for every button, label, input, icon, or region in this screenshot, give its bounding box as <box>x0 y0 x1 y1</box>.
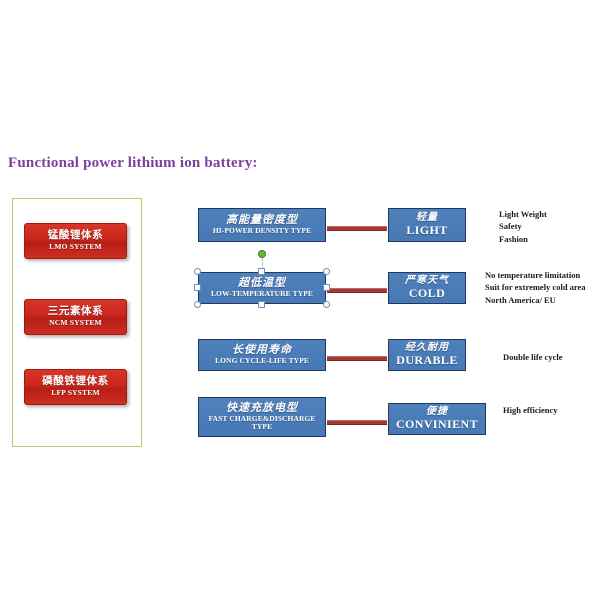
note-light: Light Weight Safety Fashion <box>499 209 547 244</box>
type-box-long-cycle-life-cn: 长使用寿命 <box>232 343 292 356</box>
type-box-low-temperature-en: LOW-TEMPERATURE TYPE <box>210 289 314 299</box>
selection-handle-bottom-center[interactable] <box>258 301 265 308</box>
type-box-fast-charge-discharge-en: FAST CHARGE&DISCHARGE TYPE <box>208 414 316 432</box>
benefit-box-durable-en: DURABLE <box>396 352 458 367</box>
selection-handle-bottom-right[interactable] <box>323 301 330 308</box>
type-box-long-cycle-life-en: LONG CYCLE-LIFE TYPE <box>215 356 309 366</box>
system-chip-lmo-en: LMO SYSTEM <box>49 242 102 252</box>
type-box-low-temperature[interactable]: 超低温型 LOW-TEMPERATURE TYPE <box>198 272 326 304</box>
note-cold: No temperature limitation Suit for extre… <box>485 270 586 305</box>
system-chip-lfp-en: LFP SYSTEM <box>51 388 100 398</box>
selection-handle-top-right[interactable] <box>323 268 330 275</box>
type-box-hi-power-density[interactable]: 高能量密度型 HI-POWER DENSITY TYPE <box>198 208 326 242</box>
connector-line-row3 <box>327 356 387 361</box>
benefit-box-convinient[interactable]: 便捷 CONVINIENT <box>388 403 486 435</box>
battery-systems-panel: 锰酸锂体系 LMO SYSTEM 三元素体系 NCM SYSTEM 磷酸铁锂体系… <box>12 198 142 447</box>
type-box-fast-charge-discharge[interactable]: 快速充放电型 FAST CHARGE&DISCHARGE TYPE <box>198 397 326 437</box>
system-chip-lmo[interactable]: 锰酸锂体系 LMO SYSTEM <box>24 223 127 259</box>
type-box-fast-charge-discharge-cn: 快速充放电型 <box>226 401 298 414</box>
connector-line-row4 <box>327 420 387 425</box>
connector-line-row2 <box>327 288 387 293</box>
note-convinient: High efficiency <box>503 405 558 415</box>
selection-handle-middle-right[interactable] <box>323 284 330 291</box>
benefit-box-light-en: LIGHT <box>406 222 448 237</box>
benefit-box-durable[interactable]: 经久耐用 DURABLE <box>388 339 466 371</box>
benefit-box-convinient-en: CONVINIENT <box>395 416 478 431</box>
selection-handle-middle-left[interactable] <box>194 284 201 291</box>
rotation-handle[interactable] <box>258 250 266 258</box>
selection-handle-top-left[interactable] <box>194 268 201 275</box>
system-chip-lfp[interactable]: 磷酸铁锂体系 LFP SYSTEM <box>24 369 127 405</box>
selection-handle-bottom-left[interactable] <box>194 301 201 308</box>
type-box-long-cycle-life[interactable]: 长使用寿命 LONG CYCLE-LIFE TYPE <box>198 339 326 371</box>
benefit-box-light[interactable]: 轻量 LIGHT <box>388 208 466 242</box>
type-box-low-temperature-cn: 超低温型 <box>238 276 286 289</box>
benefit-box-cold-en: COLD <box>408 285 446 300</box>
note-durable: Double life cycle <box>503 352 563 362</box>
rotation-stem <box>262 258 263 270</box>
system-chip-ncm-en: NCM SYSTEM <box>49 318 102 328</box>
system-chip-lfp-cn: 磷酸铁锂体系 <box>42 376 109 388</box>
selection-handle-top-center[interactable] <box>258 268 265 275</box>
benefit-box-light-cn: 轻量 <box>416 212 438 224</box>
type-box-hi-power-density-cn: 高能量密度型 <box>226 213 298 226</box>
type-box-hi-power-density-en: HI-POWER DENSITY TYPE <box>212 226 312 236</box>
page-title: Functional power lithium ion battery: <box>8 155 258 171</box>
connector-line-row1 <box>327 226 387 231</box>
system-chip-lmo-cn: 锰酸锂体系 <box>47 230 104 242</box>
benefit-box-convinient-cn: 便捷 <box>426 406 448 418</box>
benefit-box-cold[interactable]: 严寒天气 COLD <box>388 272 466 304</box>
system-chip-ncm[interactable]: 三元素体系 NCM SYSTEM <box>24 299 127 335</box>
benefit-box-durable-cn: 经久耐用 <box>405 342 449 354</box>
benefit-box-cold-cn: 严寒天气 <box>405 275 449 287</box>
system-chip-ncm-cn: 三元素体系 <box>47 306 104 318</box>
